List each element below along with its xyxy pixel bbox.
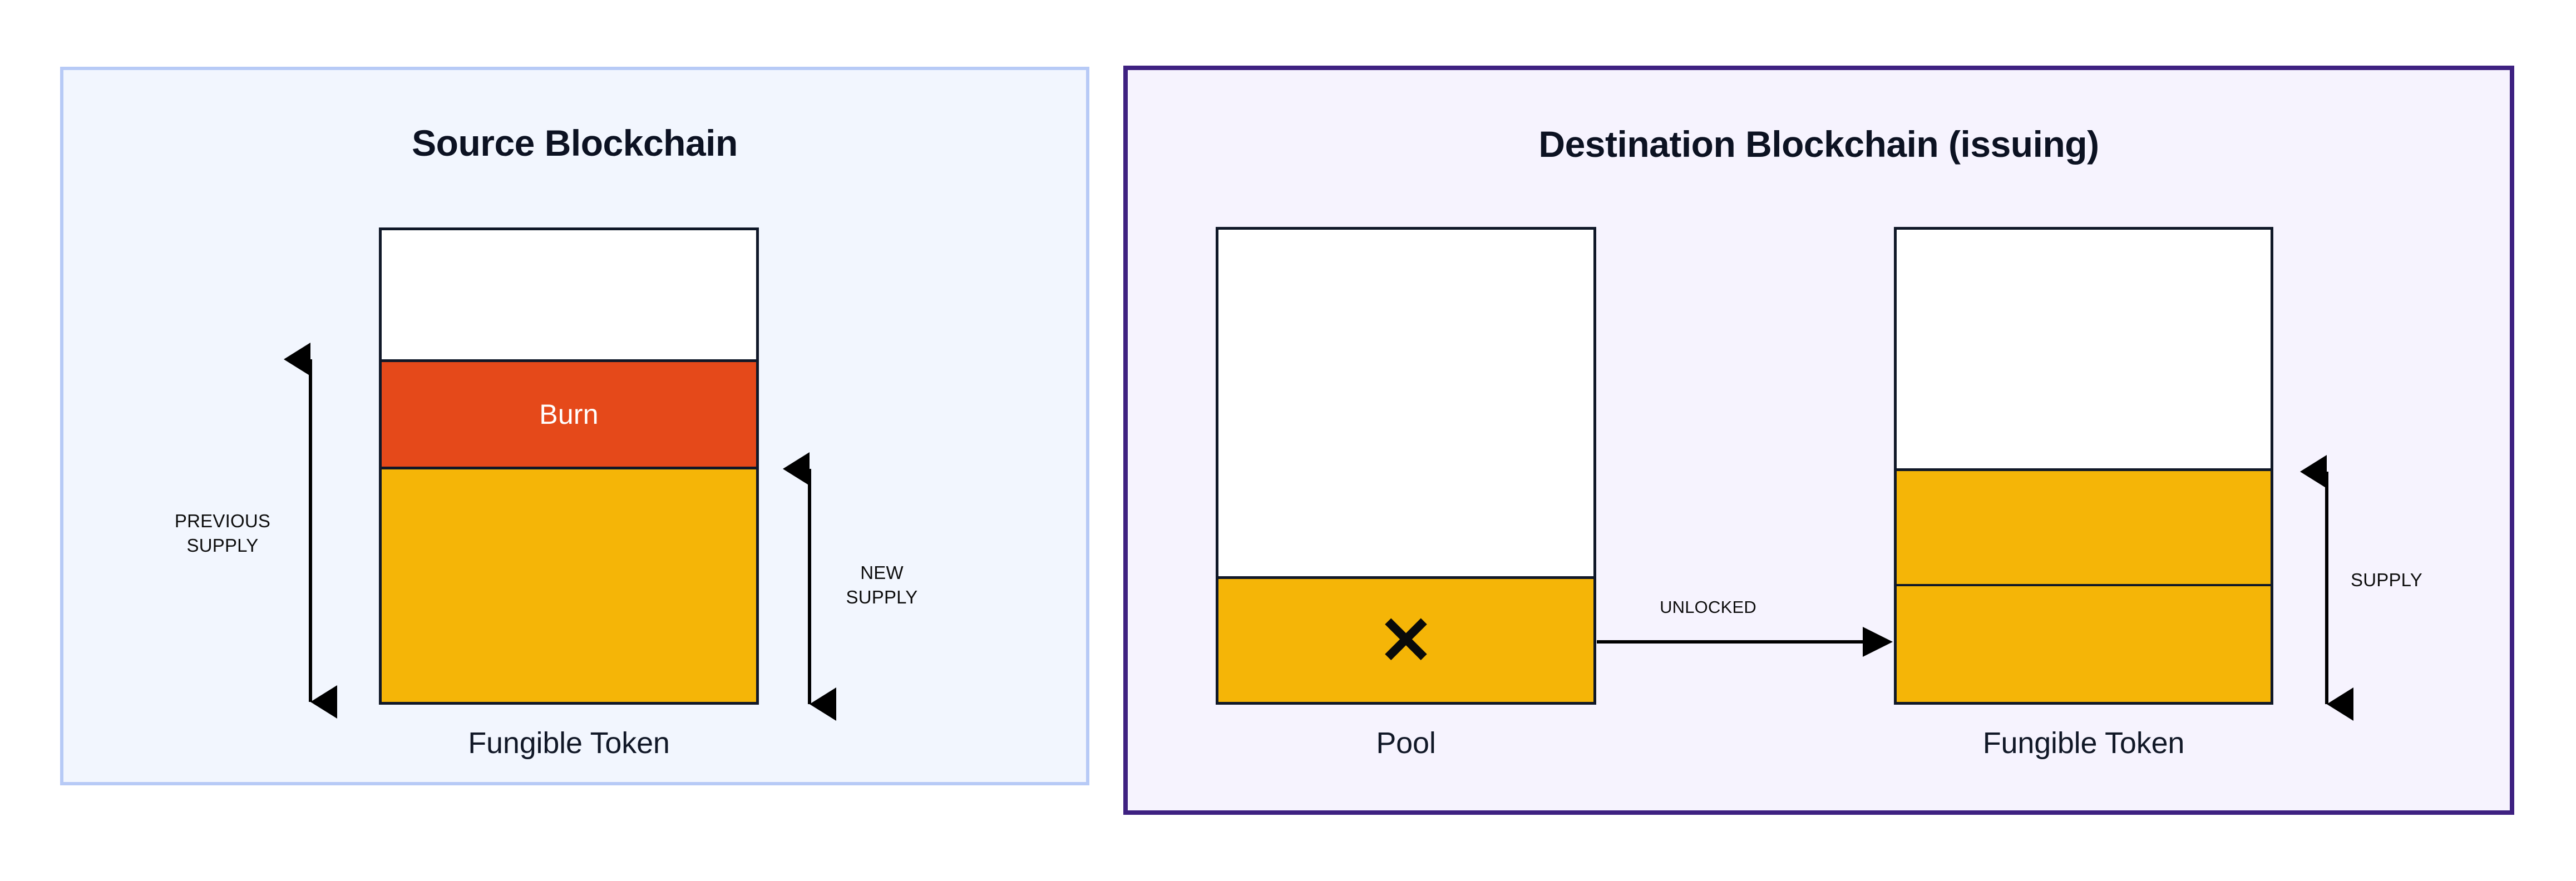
dest-segment-empty (1897, 230, 2271, 468)
source-segment-remaining (382, 469, 756, 702)
unlocked-flow-label: UNLOCKED (1660, 597, 1756, 617)
panel-source-title: Source Blockchain (412, 122, 738, 164)
panel-destination-title: Destination Blockchain (issuing) (1538, 123, 2099, 165)
source-segment-burn: Burn (382, 359, 756, 469)
pool-segment-empty (1218, 230, 1593, 576)
x-mark-icon: ✕ (1378, 603, 1434, 678)
supply-label: SUPPLY (2351, 570, 2422, 590)
source-fungible-token-stack: Burn (379, 227, 759, 705)
destination-fungible-token-caption: Fungible Token (1982, 726, 2185, 760)
pool-caption: Pool (1376, 726, 1436, 760)
dest-segment-existing (1897, 468, 2271, 584)
burn-label: Burn (539, 399, 599, 430)
destination-fungible-token-stack (1894, 227, 2273, 705)
previous-supply-label: PREVIOUS SUPPLY (174, 511, 271, 556)
pool-segment-locked: ✕ (1218, 576, 1593, 702)
new-supply-label: NEW SUPPLY (846, 562, 918, 607)
source-fungible-token-caption: Fungible Token (468, 726, 670, 760)
destination-pool-box: ✕ (1216, 227, 1596, 705)
dest-segment-unlocked (1897, 584, 2271, 702)
source-segment-empty (382, 230, 756, 359)
